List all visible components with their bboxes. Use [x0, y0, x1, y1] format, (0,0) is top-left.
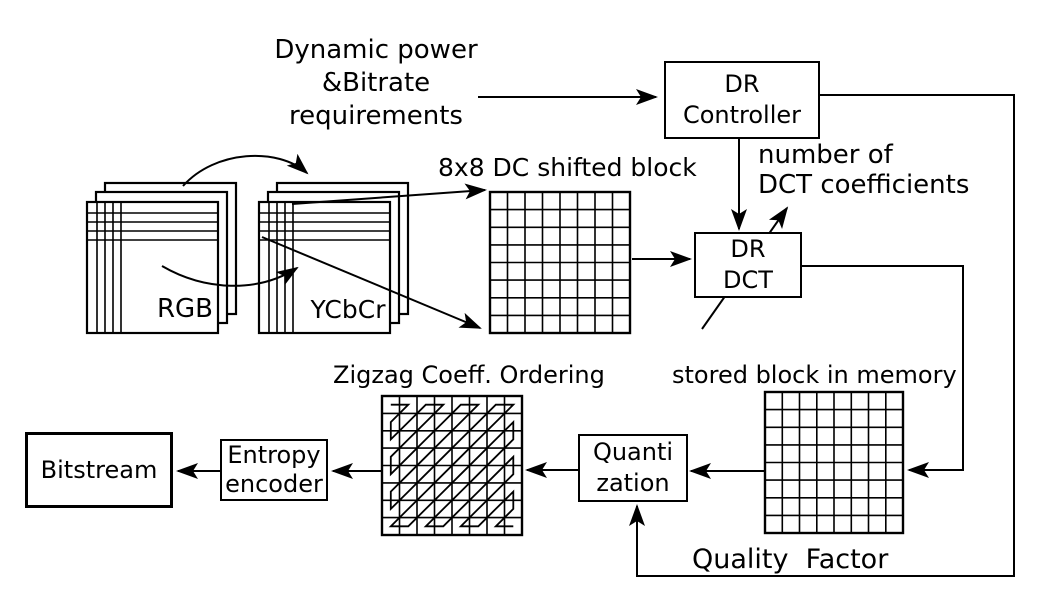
requirements-label: Dynamic power &Bitrate requirements — [274, 35, 478, 131]
ycbcr-image-stack — [257, 181, 410, 335]
entropy-encoder-box: Entropy encoder — [220, 439, 328, 501]
quantization-box: Quanti zation — [578, 434, 688, 502]
dr-dct-box-label: DR DCT — [723, 235, 773, 294]
rgb-to-ycbcr-bottom-arrow — [161, 265, 299, 287]
entropy-encoder-box-label: Entropy encoder — [225, 440, 323, 498]
number-of-coefficients-label: number of DCT coefficients — [758, 140, 970, 200]
rgb-image-stack — [85, 181, 238, 335]
zigzag-scan-path — [388, 403, 516, 528]
dc-shifted-block-label: 8x8 DC shifted block — [438, 153, 697, 182]
bitstream-box-label: Bitstream — [40, 455, 158, 484]
dr-controller-box: DR Controller — [664, 61, 820, 139]
ycbcr-label: YCbCr — [310, 295, 386, 324]
rgb-to-ycbcr-top-arrow — [182, 153, 309, 187]
block-extraction-arrows — [261, 183, 487, 329]
extract-block-bottom-line — [261, 236, 482, 329]
quality-factor-label: Quality Factor — [692, 544, 889, 575]
extract-block-top-line — [291, 183, 487, 205]
dr-controller-box-label: DR Controller — [682, 70, 802, 129]
quality-factor-feedback-arrow — [629, 94, 1015, 577]
quantization-box-label: Quanti zation — [592, 438, 674, 497]
stored-block-label: stored block in memory — [672, 361, 957, 389]
color-conversion-arrows — [161, 153, 309, 287]
dc-shifted-block-grid — [488, 190, 632, 335]
stored-block-grid — [763, 390, 905, 535]
bitstream-box: Bitstream — [25, 432, 173, 508]
rgb-label: RGB — [156, 294, 214, 324]
dr-dct-box: DR DCT — [694, 232, 802, 298]
arrow-dct-to-stored-block — [802, 265, 964, 478]
zigzag-ordering-label: Zigzag Coeff. Ordering — [333, 361, 605, 389]
